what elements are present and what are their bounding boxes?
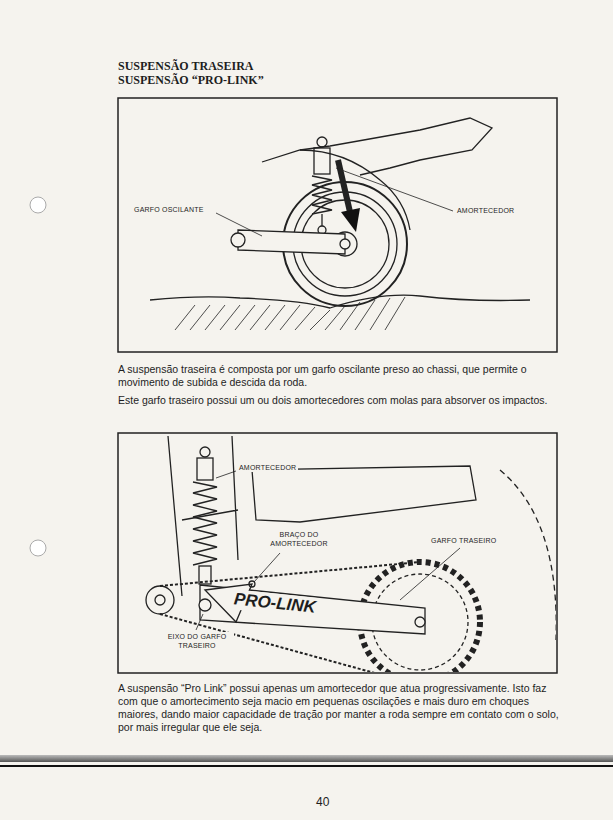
- section-title: SUSPENSÃO “PRO-LINK”: [118, 73, 264, 87]
- section-title: SUSPENSÃO TRASEIRA: [118, 59, 254, 73]
- pro-link-figure: [146, 436, 556, 672]
- page-number: 40: [316, 796, 329, 809]
- body-text: A suspensão “Pro Link” possui apenas um …: [118, 682, 566, 734]
- swingarm-figure: [150, 118, 530, 330]
- footer-bar: [0, 755, 613, 762]
- figure-frame: [118, 433, 557, 673]
- footer-rule: [0, 765, 613, 767]
- part-label: AMORTECEDOR: [455, 206, 516, 215]
- part-label: AMORTECEDOR: [237, 463, 298, 472]
- figure-frame: [118, 98, 557, 352]
- punch-hole: [30, 540, 46, 556]
- part-label: BRAÇO DO AMORTECEDOR: [268, 530, 330, 548]
- punch-hole: [30, 197, 46, 213]
- part-label: GARFO OSCILANTE: [132, 205, 216, 214]
- part-label: GARFO TRASEIRO: [429, 536, 498, 545]
- body-text: Este garfo traseiro possui um ou dois am…: [118, 394, 558, 407]
- body-text: A suspensão traseira é composta por um g…: [118, 363, 558, 389]
- part-label: EIXO DO GARFO TRASEIRO: [160, 632, 234, 650]
